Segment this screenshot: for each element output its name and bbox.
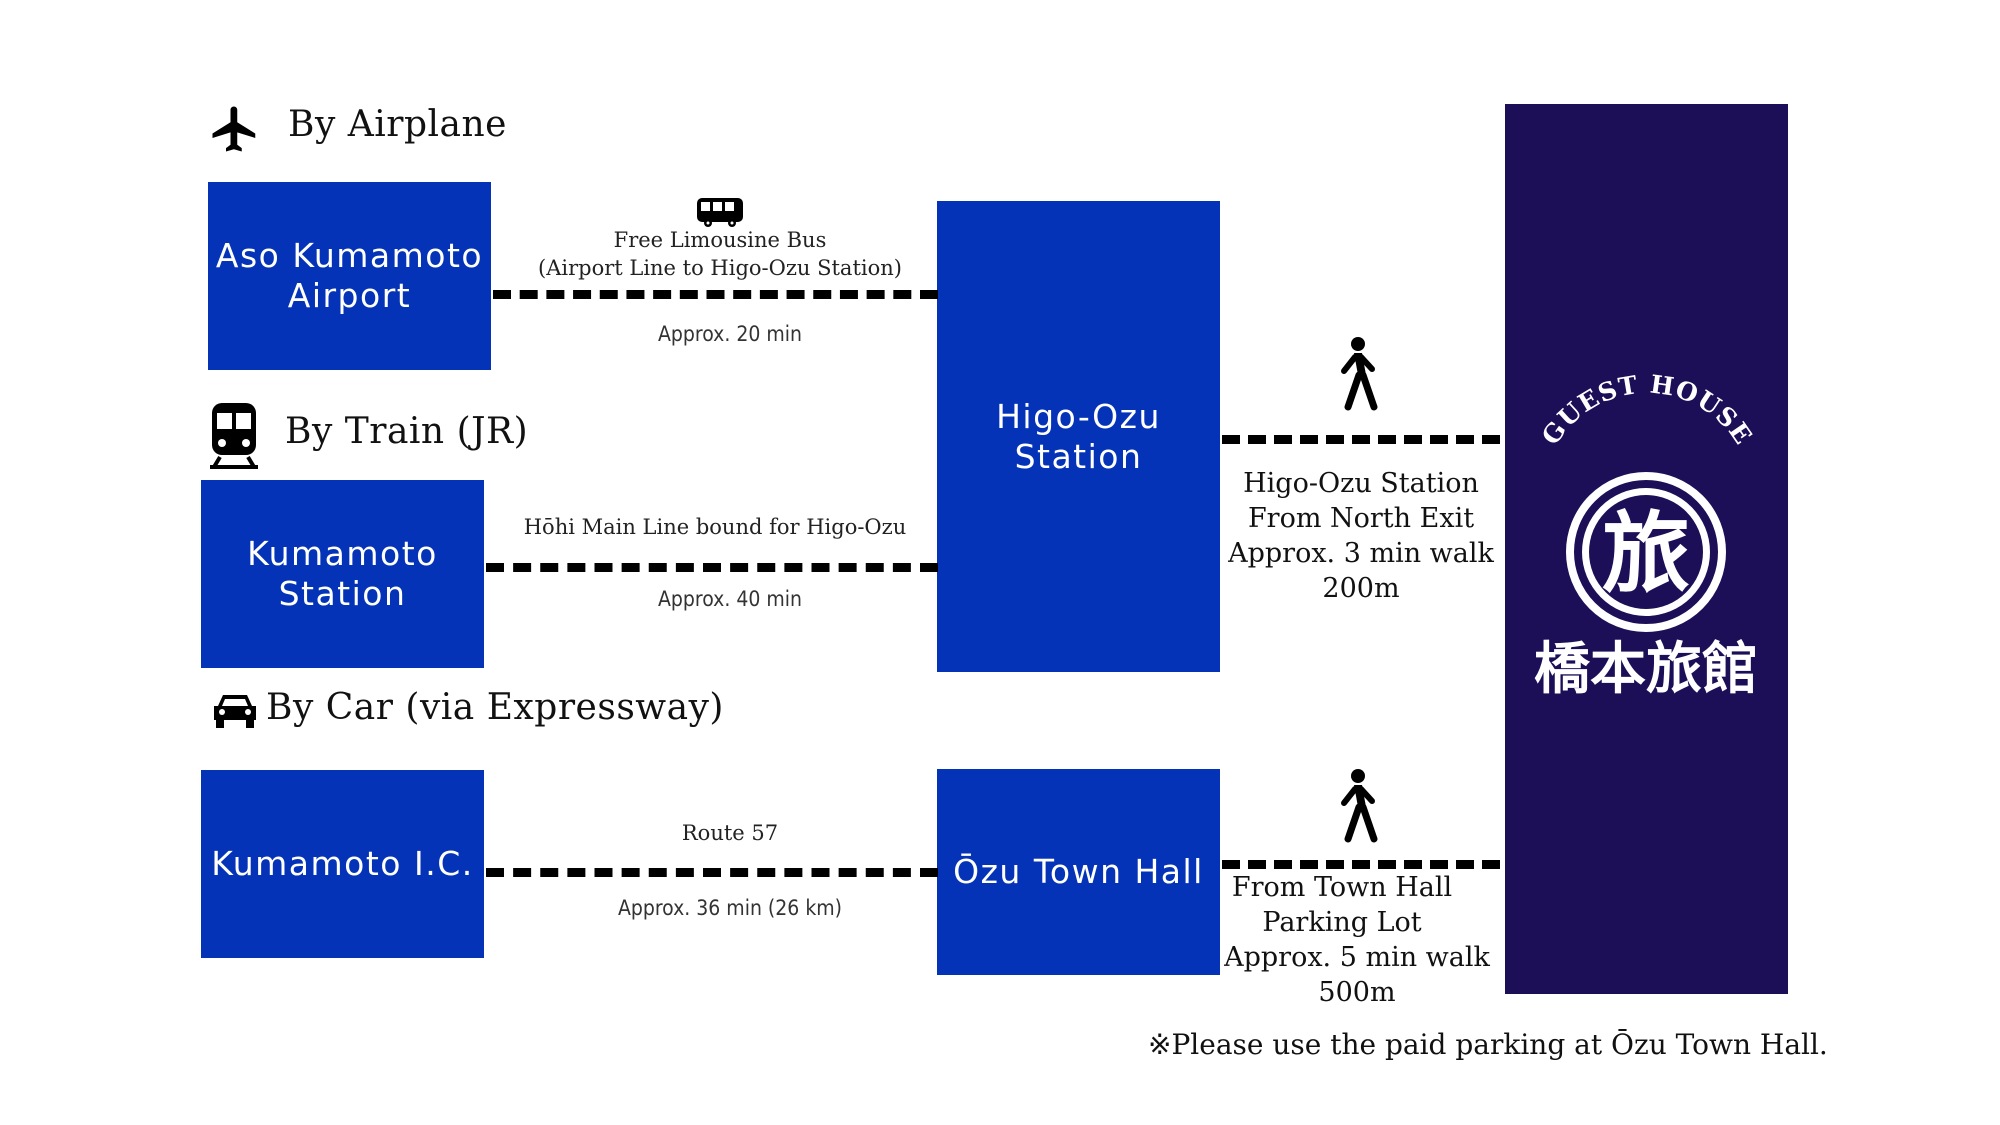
town-hall-walk-line [1222,860,1500,869]
aso-kumamoto-airport-label: Aso Kumamoto Airport [215,236,484,315]
kumamoto-ic-box: Kumamoto I.C. [201,770,484,958]
guest-house-arc-text: GUEST HOUSE [1536,370,1758,451]
town-hall-walk-text: From Town Hall Parking Lot Approx. 5 min… [1222,870,1492,1010]
airplane-section-heading: By Airplane [288,104,507,145]
guest-house-name: 橋本旅館 [1534,637,1758,702]
higo-ozu-station-label: Higo-Ozu Station [996,396,1161,476]
station-walk-text: Higo-Ozu Station From North Exit Approx.… [1222,466,1500,606]
car-icon [210,690,260,730]
ozu-town-hall-box: Ōzu Town Hall [937,769,1220,975]
bus-icon [695,196,745,228]
walking-person-icon [1328,335,1384,411]
town-hall-walk-line-1: From Town Hall [1231,872,1453,903]
station-walk-line-3: Approx. 3 min walk [1228,538,1494,569]
town-hall-walk-line-3: Approx. 5 min walk [1224,942,1490,973]
station-walk-line-1: Higo-Ozu Station [1243,468,1479,499]
parking-note: ※Please use the paid parking at Ōzu Town… [1148,1028,1828,1061]
station-walk-line-4: 200m [1322,573,1400,604]
train-route-label: Hōhi Main Line bound for Higo-Ozu [523,515,907,539]
bus-route-line [493,290,938,299]
higo-ozu-station-box: Higo-Ozu Station [937,201,1220,672]
train-route-line [486,563,938,572]
car-route-label: Route 57 [681,821,779,845]
train-section-heading: By Train (JR) [285,411,529,452]
aso-kumamoto-airport-box: Aso Kumamoto Airport [208,182,491,370]
kumamoto-ic-label: Kumamoto I.C. [211,844,474,883]
airplane-icon [208,102,262,156]
station-walk-line-2: From North Exit [1247,503,1475,534]
car-section-heading: By Car (via Expressway) [266,687,724,728]
train-route-time: Approx. 40 min [658,587,802,611]
bus-route-label-1: Free Limousine Bus [613,228,827,252]
kumamoto-station-box: Kumamoto Station [201,480,484,668]
destination-banner: GUEST HOUSE 旅 橋本旅館 [1505,104,1788,994]
bus-route-time: Approx. 20 min [658,322,802,346]
ozu-town-hall-label: Ōzu Town Hall [953,852,1204,891]
kumamoto-station-label: Kumamoto Station [247,534,438,613]
emblem-character: 旅 [1602,502,1690,605]
town-hall-walk-line-4: 500m [1318,977,1396,1008]
car-route-time: Approx. 36 min (26 km) [617,896,843,920]
train-icon [206,401,262,471]
town-hall-walk-line-2: Parking Lot [1262,907,1422,938]
walking-person-icon [1328,767,1384,843]
bus-route-label-2: (Airport Line to Higo-Ozu Station) [538,256,902,280]
guest-house-logo: GUEST HOUSE 旅 橋本旅館 [1534,370,1758,702]
car-route-line [486,868,938,877]
station-walk-line [1222,435,1500,444]
